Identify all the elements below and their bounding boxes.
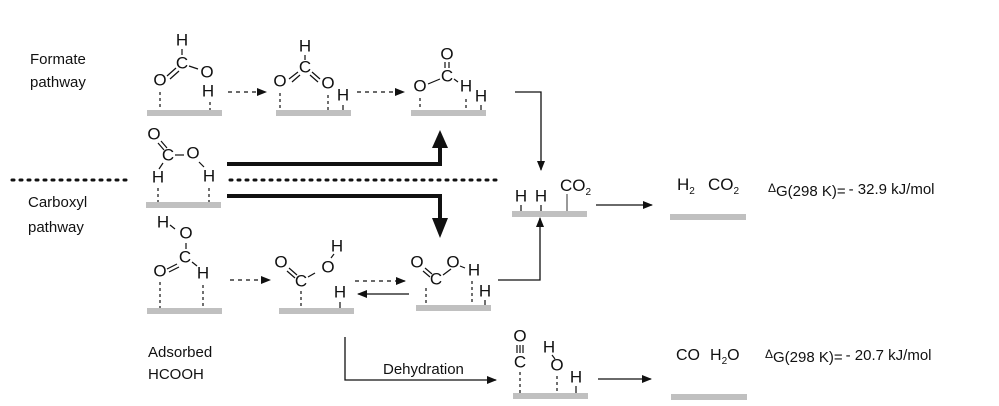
arrow-bold-to-formate xyxy=(227,142,442,166)
atom-o: O xyxy=(153,262,166,281)
formate-molecule-3: O C O H H xyxy=(411,45,487,116)
atom-o: O xyxy=(147,125,160,144)
surface xyxy=(671,394,747,400)
h2o-label: H2O xyxy=(710,347,740,367)
arrowhead-up xyxy=(432,130,448,148)
atom-o: O xyxy=(321,74,334,93)
atom-h: H xyxy=(334,283,346,302)
atom-h: H xyxy=(299,37,311,56)
dehydration-label: Dehydration xyxy=(383,361,464,378)
atom-c: C xyxy=(299,58,311,77)
atom-o: O xyxy=(513,327,526,346)
atom-o: O xyxy=(321,258,334,277)
atom-o: O xyxy=(410,253,423,272)
carboxyl-molecule-3: O C O H H xyxy=(410,253,491,311)
atom-c: C xyxy=(176,54,188,73)
atom-h: H xyxy=(337,86,349,105)
atom-c: C xyxy=(295,272,307,291)
atom-o: O xyxy=(440,45,453,64)
adsorbed-label-1: Adsorbed xyxy=(148,344,212,361)
atom-h: H xyxy=(460,77,472,96)
adsorbed-label-2: HCOOH xyxy=(148,366,204,383)
atom-c: C xyxy=(179,248,191,267)
surface xyxy=(670,214,746,220)
atom-h: H xyxy=(203,167,215,186)
atom-o: O xyxy=(179,224,192,243)
formate-label-1: Formate xyxy=(30,51,86,68)
atom-h: H xyxy=(543,338,555,357)
arrow-bold-to-carboxyl xyxy=(227,194,442,222)
adsorbed-co-h2o: O C H O H xyxy=(513,327,588,399)
formate-molecule-1: H C O O H xyxy=(147,31,222,116)
arrow-formate-to-intermediate xyxy=(515,91,545,171)
formate-molecule-2: H C O O H xyxy=(273,37,351,116)
atom-h: H xyxy=(570,368,582,387)
atom-c: C xyxy=(441,67,453,86)
delta-g-dehydration: ΔG(298 K)=- 20.7 kJ/mol xyxy=(765,347,932,366)
carboxyl-label-1: Carboxyl xyxy=(28,194,87,211)
carboxyl-molecule-1: H O C O H xyxy=(147,213,222,314)
atom-h: H xyxy=(197,264,209,283)
surface xyxy=(279,308,354,314)
atom-h: H xyxy=(479,282,491,301)
atom-o: O xyxy=(446,253,459,272)
atom-o: O xyxy=(274,253,287,272)
atom-h: H xyxy=(176,31,188,50)
carboxyl-molecule-2: O C O H H xyxy=(274,237,354,314)
atom-h: H xyxy=(535,187,547,206)
atom-o: O xyxy=(273,72,286,91)
surface xyxy=(411,110,486,116)
intermediate-h-h-co2: H H CO2 xyxy=(512,176,592,217)
arrow-dehydration xyxy=(344,337,497,384)
carboxyl-label-2: pathway xyxy=(28,219,84,236)
arrow-carboxyl-to-intermediate xyxy=(498,217,544,281)
atom-o: O xyxy=(200,63,213,82)
surface xyxy=(147,110,222,116)
atom-h: H xyxy=(202,82,214,101)
surface xyxy=(513,393,588,399)
arrowhead-down xyxy=(432,218,448,238)
surface xyxy=(276,110,351,116)
atom-h: H xyxy=(331,237,343,256)
surface xyxy=(147,308,222,314)
atom-h: H xyxy=(515,187,527,206)
atom-c: C xyxy=(162,146,174,165)
products-co-h2o: CO H2O ΔG(298 K)=- 20.7 kJ/mol xyxy=(671,347,932,400)
atom-o: O xyxy=(153,71,166,90)
atom-c: C xyxy=(430,270,442,289)
surface xyxy=(146,202,221,208)
atom-o: O xyxy=(413,77,426,96)
surface xyxy=(512,211,587,217)
co2-product-label: CO2 xyxy=(708,175,740,197)
atom-h: H xyxy=(468,261,480,280)
atom-o: O xyxy=(550,356,563,375)
products-h2-co2: H2 CO2 ΔG(298 K)=- 32.9 kJ/mol xyxy=(670,175,935,220)
delta-g-dehydrogenation: ΔG(298 K)=- 32.9 kJ/mol xyxy=(768,181,935,200)
surface xyxy=(416,305,491,311)
atom-h: H xyxy=(475,87,487,106)
atom-o: O xyxy=(186,144,199,163)
adsorbed-hcooh-trans: O C O H H xyxy=(146,125,221,208)
atom-c: C xyxy=(514,353,526,372)
atom-h: H xyxy=(157,213,169,232)
atom-h: H xyxy=(152,168,164,187)
co2-label: CO2 xyxy=(560,176,592,198)
h2-label: H2 xyxy=(677,175,695,197)
co-label: CO xyxy=(676,347,700,364)
formate-label-2: pathway xyxy=(30,74,86,91)
